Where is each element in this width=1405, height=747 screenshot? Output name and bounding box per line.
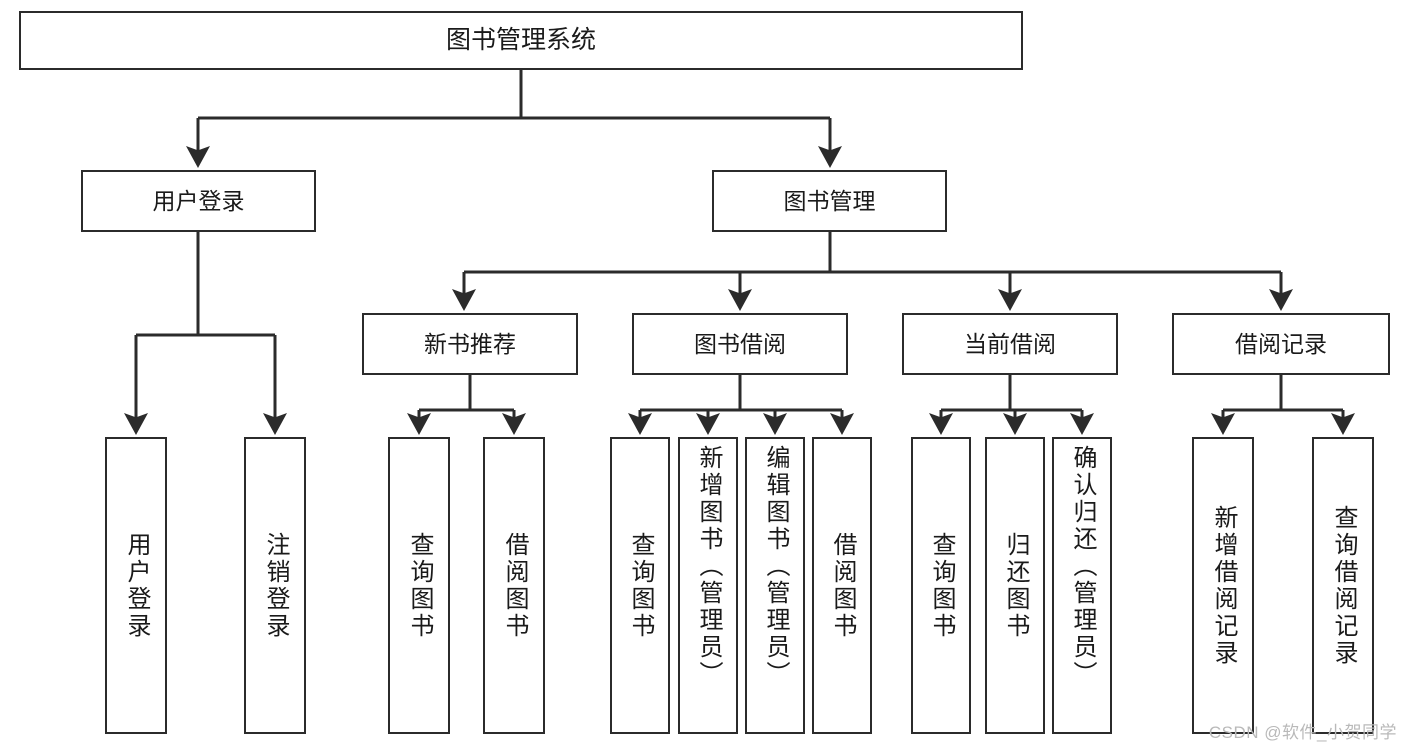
node-leaf-borrow-book-2-label: 借阅图书 [829, 531, 856, 640]
node-leaf-query-book-1[interactable]: 查询图书 [388, 437, 450, 734]
node-book-borrow[interactable]: 图书借阅 [632, 313, 848, 375]
node-leaf-confirm-return-label: 确认归还（管理员） [1069, 445, 1096, 688]
node-leaf-query-book-3-label: 查询图书 [928, 531, 955, 640]
node-leaf-query-book-1-label: 查询图书 [406, 531, 433, 640]
watermark-text: CSDN @软件_小贺同学 [1208, 723, 1397, 742]
node-leaf-add-record[interactable]: 新增借阅记录 [1192, 437, 1254, 734]
node-leaf-borrow-book-1-label: 借阅图书 [501, 531, 528, 640]
node-root-label: 图书管理系统 [445, 26, 596, 55]
node-book-manage[interactable]: 图书管理 [712, 170, 947, 232]
node-leaf-user-logout[interactable]: 注销登录 [244, 437, 306, 734]
node-leaf-user-login[interactable]: 用户登录 [105, 437, 167, 734]
node-leaf-query-book-3[interactable]: 查询图书 [911, 437, 971, 734]
node-borrow-record[interactable]: 借阅记录 [1172, 313, 1390, 375]
node-leaf-edit-book[interactable]: 编辑图书（管理员） [745, 437, 805, 734]
node-leaf-add-book-label: 新增图书（管理员） [695, 445, 722, 688]
node-leaf-query-record-label: 查询借阅记录 [1330, 504, 1357, 667]
node-user-login[interactable]: 用户登录 [81, 170, 316, 232]
node-leaf-return-book-label: 归还图书 [1002, 531, 1029, 640]
node-user-login-label: 用户登录 [152, 187, 245, 214]
node-leaf-borrow-book-1[interactable]: 借阅图书 [483, 437, 545, 734]
node-leaf-add-record-label: 新增借阅记录 [1210, 504, 1237, 667]
node-leaf-user-login-label: 用户登录 [123, 531, 150, 640]
node-leaf-query-book-2[interactable]: 查询图书 [610, 437, 670, 734]
node-current-borrow-label: 当前借阅 [964, 330, 1056, 357]
node-leaf-user-logout-label: 注销登录 [262, 531, 289, 640]
node-leaf-query-book-2-label: 查询图书 [627, 531, 654, 640]
node-book-manage-label: 图书管理 [783, 187, 876, 214]
node-leaf-add-book[interactable]: 新增图书（管理员） [678, 437, 738, 734]
node-new-book-rec-label: 新书推荐 [424, 330, 516, 357]
node-current-borrow[interactable]: 当前借阅 [902, 313, 1118, 375]
node-leaf-edit-book-label: 编辑图书（管理员） [762, 445, 789, 688]
node-new-book-rec[interactable]: 新书推荐 [362, 313, 578, 375]
node-book-borrow-label: 图书借阅 [694, 330, 786, 357]
node-root[interactable]: 图书管理系统 [19, 11, 1023, 70]
node-leaf-return-book[interactable]: 归还图书 [985, 437, 1045, 734]
node-leaf-query-record[interactable]: 查询借阅记录 [1312, 437, 1374, 734]
node-leaf-borrow-book-2[interactable]: 借阅图书 [812, 437, 872, 734]
node-leaf-confirm-return[interactable]: 确认归还（管理员） [1052, 437, 1112, 734]
node-borrow-record-label: 借阅记录 [1235, 330, 1327, 357]
